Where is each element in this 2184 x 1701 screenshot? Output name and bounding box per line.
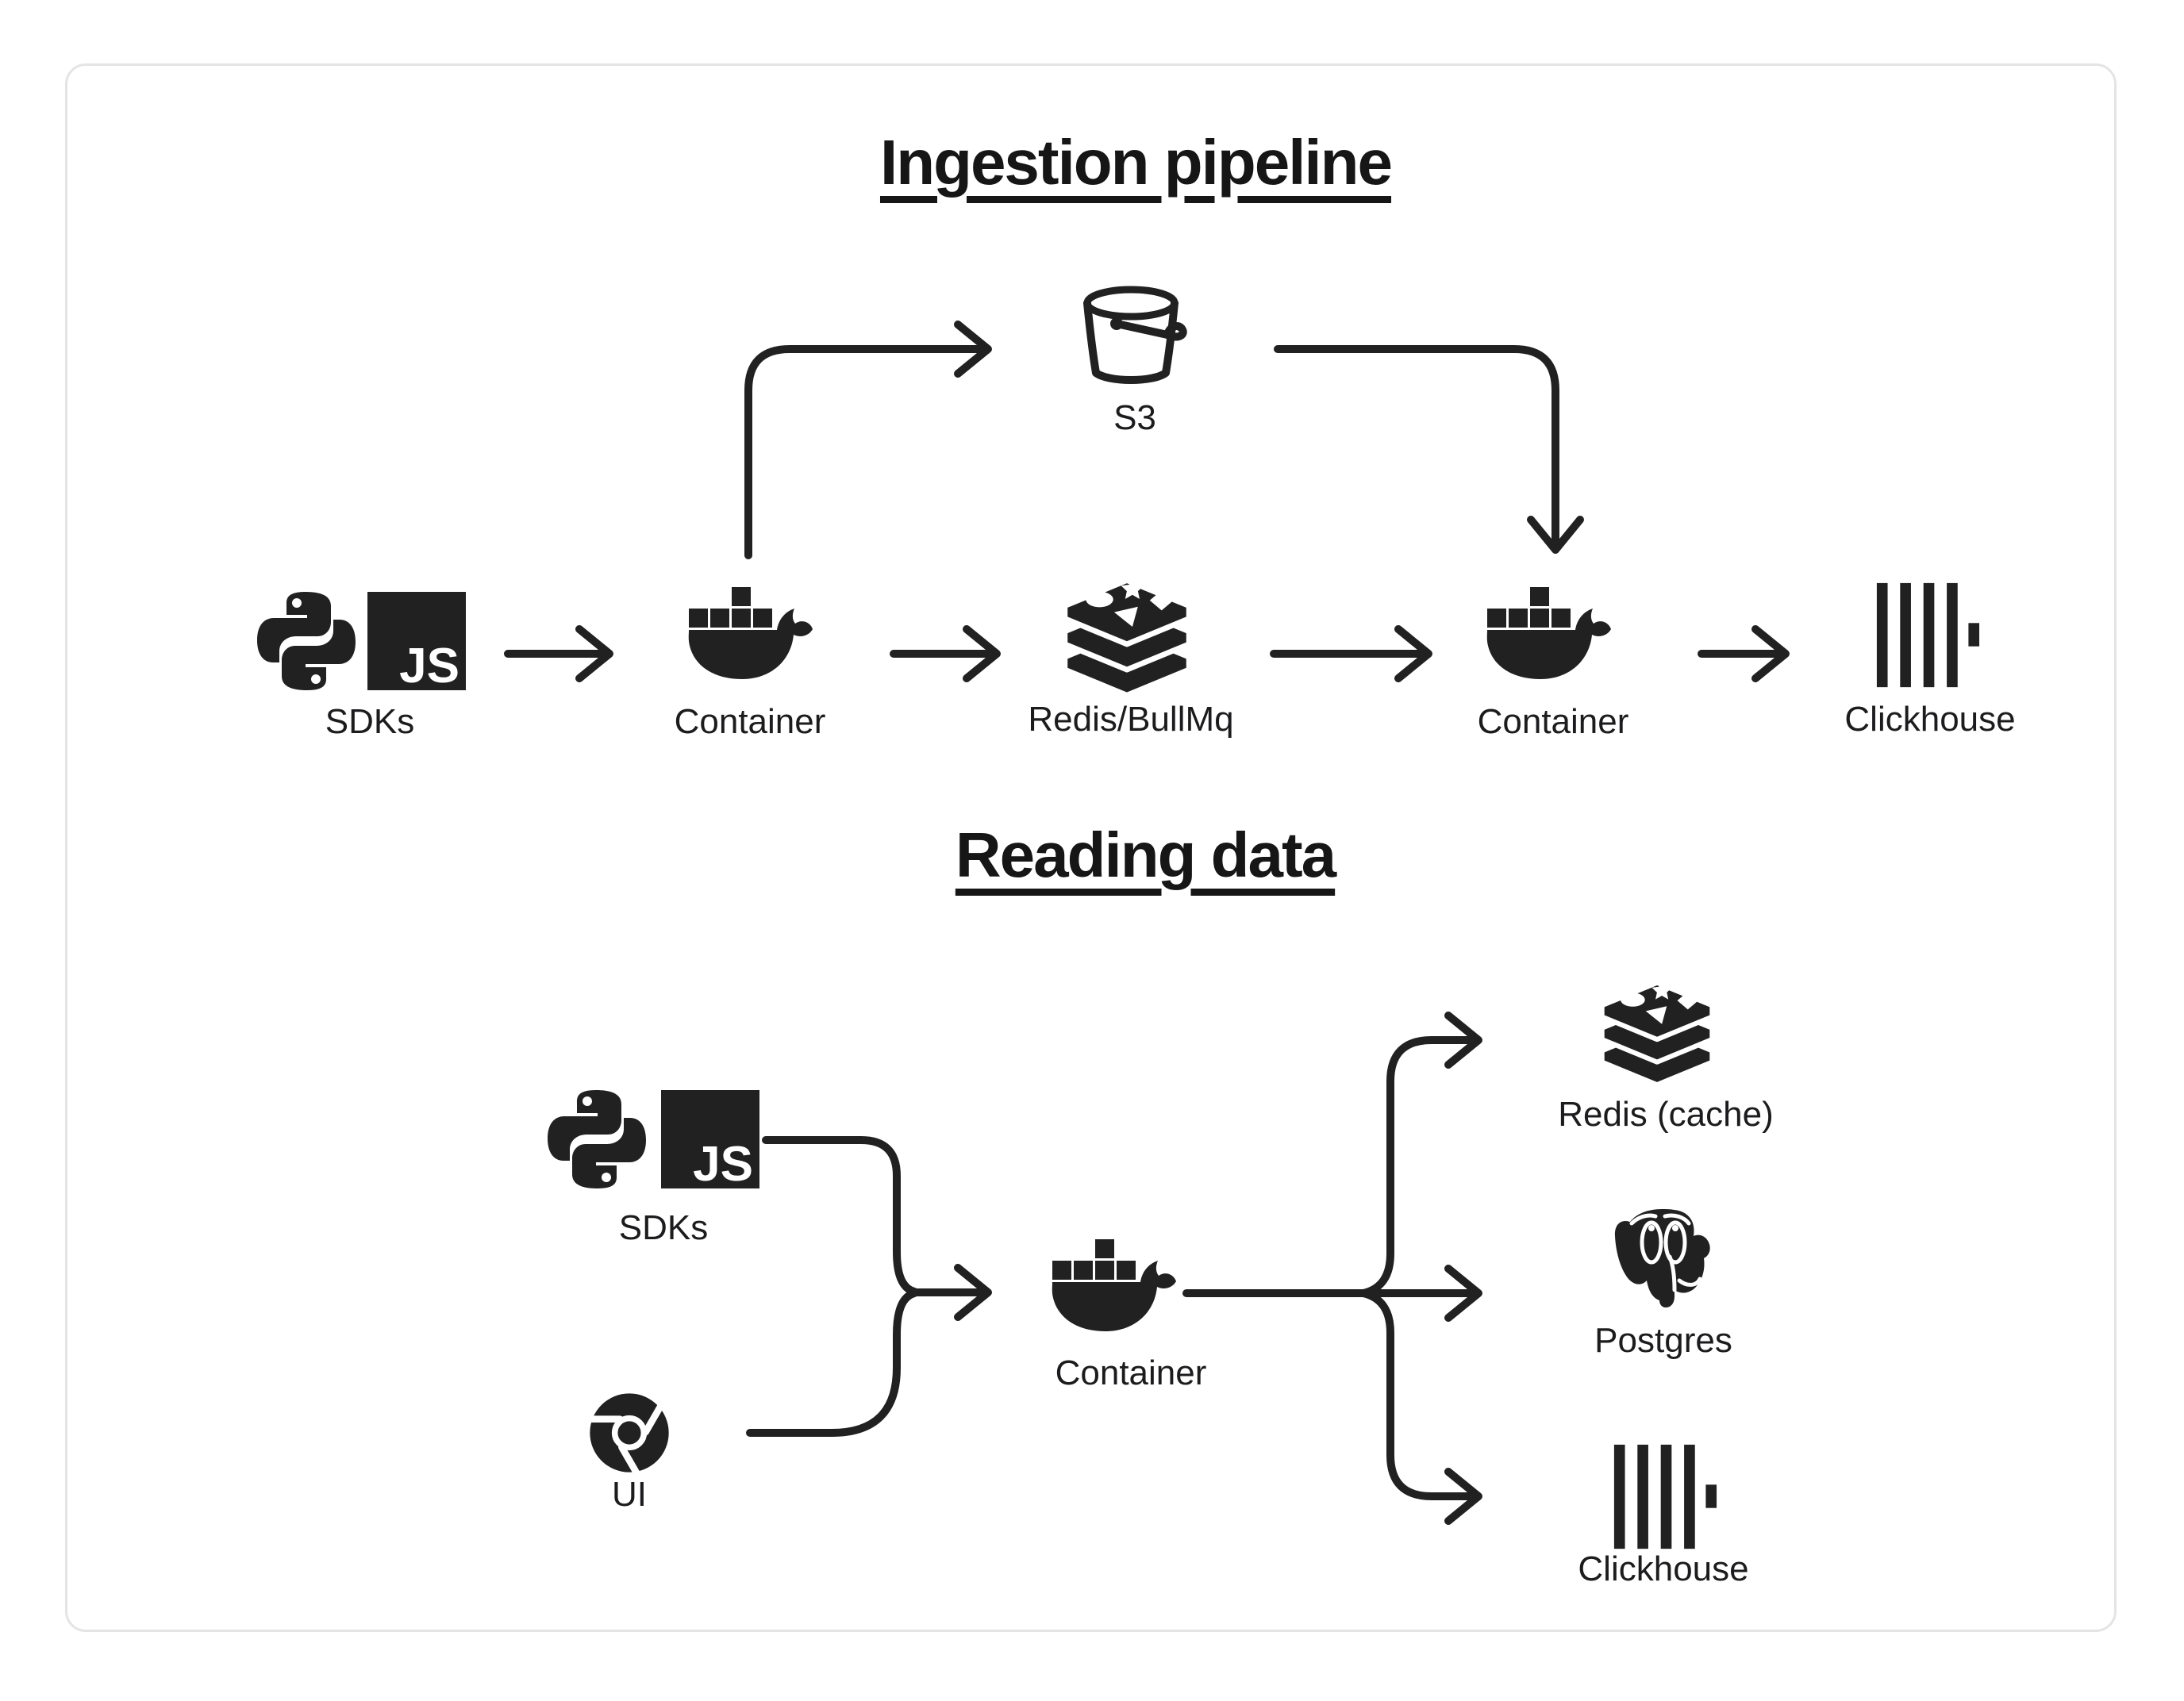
arrow-worker-to-clickhouse	[1698, 625, 1790, 682]
arrow-s3-to-worker	[1274, 345, 1584, 554]
redis-icon	[1065, 578, 1189, 695]
arrow-container-to-clickhouse	[1359, 1289, 1482, 1525]
arrow-merge-to-container	[910, 1264, 992, 1321]
clickhouse-label: Clickhouse	[1578, 1549, 1749, 1588]
container-label: Container	[1055, 1353, 1207, 1392]
reading-title: Reading data	[955, 820, 1336, 890]
s3-bucket-icon	[1087, 290, 1183, 380]
javascript-icon	[661, 1090, 759, 1192]
arrow-container-to-redis	[890, 625, 1001, 682]
arrow-container-to-redis-cache	[1359, 1012, 1482, 1297]
javascript-icon	[367, 592, 466, 693]
s3-label: S3	[1113, 397, 1156, 437]
arrow-container-to-postgres	[1363, 1265, 1482, 1322]
container-label: Container	[674, 701, 826, 741]
ingestion-title: Ingestion pipeline	[879, 127, 1393, 198]
arrow-sdks-to-container	[504, 625, 613, 682]
postgres-icon	[1615, 1209, 1710, 1307]
docker-icon	[1052, 1239, 1176, 1331]
redis-icon	[1602, 981, 1713, 1085]
curve-ui-to-merge	[746, 1289, 918, 1437]
redis-bullmq-label: Redis/BullMq	[1028, 699, 1234, 739]
sdks-label: SDKs	[618, 1208, 709, 1247]
sdks-label: SDKs	[325, 701, 415, 741]
python-icon	[257, 592, 356, 690]
clickhouse-icon	[1613, 1444, 1717, 1549]
ui-label: UI	[612, 1474, 647, 1514]
clickhouse-icon	[1876, 582, 1980, 688]
chrome-icon	[588, 1393, 669, 1475]
container-label: Container	[1477, 701, 1629, 741]
clickhouse-label: Clickhouse	[1844, 699, 2016, 739]
curve-sdks-to-merge	[762, 1136, 918, 1296]
redis-cache-label: Redis (cache)	[1558, 1094, 1774, 1134]
python-icon	[548, 1090, 646, 1188]
arrow-redis-to-worker	[1270, 625, 1432, 682]
docker-icon	[688, 587, 813, 679]
arrow-container-to-s3	[744, 321, 992, 559]
docker-icon	[1486, 587, 1611, 679]
postgres-label: Postgres	[1594, 1320, 1732, 1360]
